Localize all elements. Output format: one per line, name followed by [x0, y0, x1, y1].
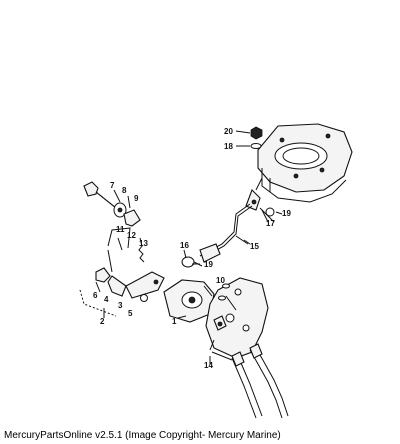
leader-lines [177, 209, 283, 364]
callout-11: 11 [116, 225, 125, 234]
link-and-spring [107, 227, 145, 273]
link-rod [199, 203, 253, 263]
callout-15: 15 [250, 242, 259, 251]
callout-5: 5 [128, 309, 133, 318]
callout-20: 20 [224, 127, 233, 136]
control-cables [211, 343, 289, 419]
callout-18: 18 [224, 142, 233, 151]
callout-2: 2 [100, 317, 105, 326]
callout-7: 7 [110, 181, 115, 190]
screw-washer-spacer [83, 181, 141, 227]
small-washers [218, 283, 230, 301]
callout-4: 4 [104, 295, 109, 304]
group-bracket [79, 289, 117, 318]
copyright-footer: MercuryPartsOnline v2.5.1 (Image Copyrig… [4, 430, 281, 441]
callout-13: 13 [139, 239, 148, 248]
ball-joint-lower [181, 249, 203, 268]
callout-8: 8 [122, 186, 127, 195]
callout-3: 3 [118, 301, 123, 310]
callout-14: 14 [204, 361, 213, 370]
callout-10: 10 [216, 276, 225, 285]
nut-and-washer [235, 126, 263, 149]
callout-6: 6 [93, 291, 98, 300]
callout-1: 1 [172, 317, 177, 326]
ball-joint-upper [265, 207, 275, 217]
callout-17: 17 [266, 219, 275, 228]
parts-diagram: 20 18 17 19 15 16 19 7 8 9 11 12 13 6 4 … [79, 123, 353, 419]
callout-12: 12 [127, 231, 136, 240]
callout-19-upper: 19 [282, 209, 291, 218]
callout-16: 16 [180, 241, 189, 250]
lever-assembly [95, 267, 165, 302]
throttle-cam [163, 279, 215, 323]
callout-9: 9 [134, 194, 139, 203]
trigger-plate [257, 123, 353, 203]
callout-19-lower: 19 [204, 260, 213, 269]
